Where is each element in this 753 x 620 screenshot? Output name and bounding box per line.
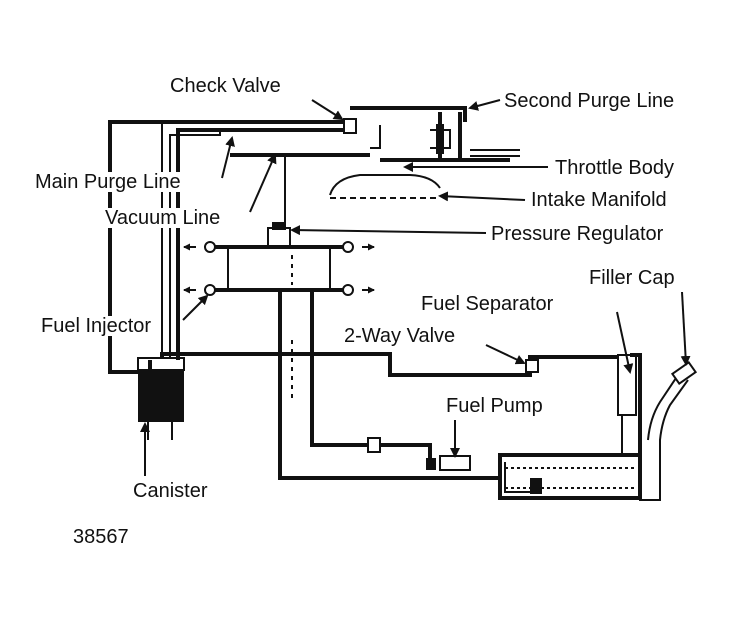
fuel-injector (204, 284, 216, 296)
main-purge-line-label: Main Purge Line (35, 171, 181, 193)
canister-unit (137, 357, 185, 440)
check-valve-label: Check Valve (170, 75, 281, 97)
fuel-pump-label: Fuel Pump (446, 395, 543, 417)
pressure-regulator (267, 222, 291, 247)
two-way-valve (525, 359, 539, 373)
main-purge-line (108, 120, 350, 374)
vacuum-line-label: Vacuum Line (105, 207, 221, 229)
vacuum-line (230, 153, 370, 225)
throttle-body-label: Throttle Body (555, 157, 674, 179)
throttle-body (380, 112, 520, 162)
fuel-pump (439, 455, 471, 471)
filler-cap-label: Filler Cap (589, 267, 675, 289)
fuel-injector-label: Fuel Injector (41, 315, 152, 337)
two-way-valve-label: 2-Way Valve (344, 325, 456, 347)
filler-neck (639, 360, 698, 501)
leader-lines (140, 99, 691, 476)
intake-manifold-label: Intake Manifold (531, 189, 667, 211)
second-purge-line (350, 106, 467, 149)
second-purge-line-label: Second Purge Line (504, 90, 675, 112)
pressure-regulator-label: Pressure Regulator (491, 223, 664, 245)
check-valve (343, 118, 357, 134)
fuel-separator-label: Fuel Separator (421, 293, 554, 315)
canister-body (138, 368, 184, 422)
fuel-rails (183, 241, 375, 296)
filler-cap (670, 360, 698, 386)
vapor-line (160, 352, 630, 377)
figure-number: 38567 (73, 526, 129, 548)
fuel-injector (342, 241, 354, 253)
fuel-injector (204, 241, 216, 253)
fuel-injector (342, 284, 354, 296)
intake-manifold (329, 174, 441, 199)
canister-label: Canister (133, 480, 208, 502)
